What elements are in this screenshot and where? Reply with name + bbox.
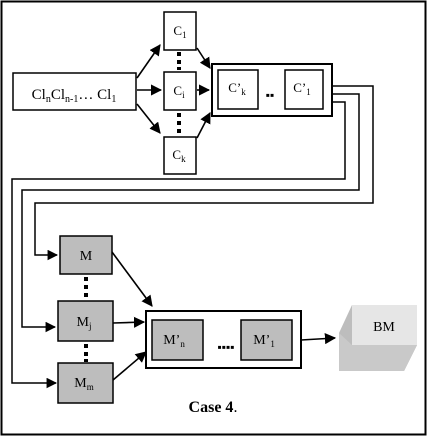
c-node-i-label: Ci — [173, 83, 185, 100]
arrow-source-to-ck — [136, 103, 161, 134]
c-nodes-ellipsis-upper — [177, 52, 181, 70]
m-node-j — [57, 300, 114, 342]
wire-cprime-to-mm — [11, 101, 346, 389]
wire-cprime-to-mj — [21, 93, 360, 333]
m-node-m — [57, 362, 114, 404]
c-nodes-ellipsis-lower — [177, 113, 181, 133]
arrow-m-to-mprime — [111, 251, 153, 307]
arrow-ck-to-cprime — [196, 112, 211, 139]
m-node-m-label: Mm — [74, 376, 93, 392]
bm-block — [339, 305, 417, 371]
arrow-source-to-c1 — [136, 44, 161, 79]
m-prime-node-1-label: M’1 — [253, 333, 275, 349]
arrow-mm-to-mprime — [112, 351, 147, 381]
arrow-mj-to-mprime — [112, 316, 146, 328]
c-prime-node-k — [217, 69, 259, 110]
c-prime-ellipsis: ▪▪ — [266, 88, 275, 102]
c-prime-node-1-label: C’1 — [293, 80, 311, 97]
arrow-c1-to-cprime — [196, 47, 211, 69]
m-nodes-ellipsis-upper — [84, 277, 88, 297]
m-prime-ellipsis: ▪▪▪▪ — [217, 340, 234, 354]
m-prime-node-1 — [240, 319, 293, 361]
wire-cprime-to-m — [34, 85, 374, 261]
caption: Case 4. — [189, 399, 238, 416]
m-node-label: M — [80, 249, 93, 264]
source-box-label: ClnCln-1… Cl1 — [32, 87, 117, 105]
c-node-k-label: Ck — [172, 147, 186, 164]
c-prime-node-1 — [284, 69, 324, 110]
c-prime-node-k-label: C’k — [228, 80, 246, 97]
m-prime-node-n-label: M’n — [163, 333, 185, 349]
c-node-1-label: C1 — [173, 23, 186, 40]
c-node-1 — [163, 11, 197, 51]
arrow-mprime-to-bm — [300, 333, 337, 345]
m-prime-node-n — [151, 319, 204, 361]
c-node-k — [163, 136, 197, 175]
c-node-i — [163, 71, 197, 111]
m-node — [59, 235, 113, 275]
m-nodes-ellipsis-lower — [84, 344, 88, 362]
source-box — [12, 72, 137, 111]
bm-label: BM — [373, 320, 395, 335]
m-node-j-label: Mj — [77, 315, 92, 331]
